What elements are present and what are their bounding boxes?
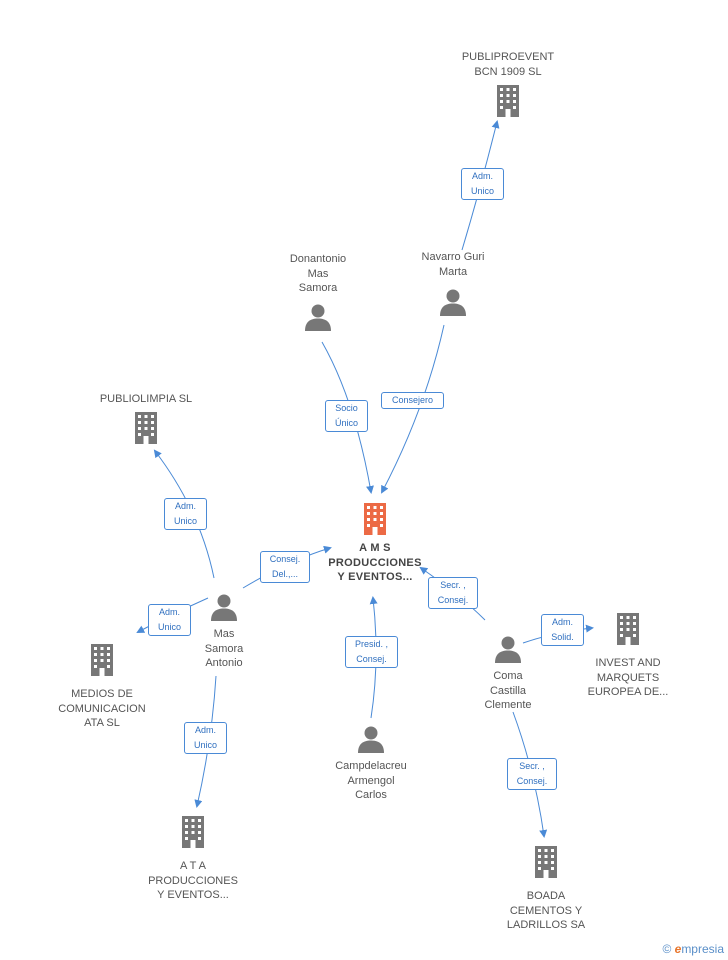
node-label: MEDIOS DE COMUNICACION ATA SL	[58, 688, 146, 729]
footer-brand: © empresia	[662, 942, 724, 956]
building-icon	[364, 503, 386, 535]
edge-label-coma-invest[interactable]: Adm. Solid.	[541, 614, 584, 646]
empresia-logo-letter: e	[674, 942, 682, 956]
edge-label-coma-ams[interactable]: Secr. , Consej.	[428, 577, 478, 609]
node-label: PUBLIPROEVENT BCN 1909 SL	[461, 51, 555, 78]
node-label: Coma Castilla Clemente	[484, 670, 532, 711]
node-boada[interactable]: BOADA CEMENTOS Y LADRILLOS SA	[486, 845, 606, 933]
node-label: A T A PRODUCCIONES Y EVENTOS...	[148, 860, 238, 901]
person-icon	[495, 636, 521, 663]
node-campdelacreu[interactable]: Campdelacreu Armengol Carlos	[311, 724, 431, 803]
edge-label-navarro-ams[interactable]: Consejero	[381, 392, 444, 409]
node-donantonio[interactable]: Donantonio Mas Samora	[268, 252, 368, 337]
node-invest[interactable]: INVEST AND MARQUETS EUROPEA DE...	[568, 612, 688, 700]
edge-label-campdelacreu-ams[interactable]: Presid. , Consej.	[345, 636, 398, 668]
person-icon	[440, 289, 466, 316]
building-icon	[617, 613, 639, 645]
person-icon	[358, 726, 384, 753]
person-icon	[305, 304, 331, 331]
node-label: PUBLIOLIMPIA SL	[99, 393, 193, 405]
node-ams[interactable]: A M S PRODUCCIONES Y EVENTOS...	[315, 502, 435, 585]
node-publiproevent[interactable]: PUBLIPROEVENT BCN 1909 SL	[448, 50, 568, 123]
edge-label-coma-boada[interactable]: Secr. , Consej.	[507, 758, 557, 790]
building-icon	[182, 816, 204, 848]
node-label: Donantonio Mas Samora	[289, 253, 347, 294]
building-icon	[535, 846, 557, 878]
node-publiolimpia[interactable]: PUBLIOLIMPIA SL	[86, 392, 206, 450]
node-label: BOADA CEMENTOS Y LADRILLOS SA	[506, 890, 586, 931]
empresia-logo-text: mpresia	[681, 942, 724, 956]
node-medios[interactable]: MEDIOS DE COMUNICACION ATA SL	[42, 643, 162, 731]
node-label: INVEST AND MARQUETS EUROPEA DE...	[587, 657, 669, 698]
node-ata[interactable]: A T A PRODUCCIONES Y EVENTOS...	[133, 815, 253, 903]
edge-label-mas-ata[interactable]: Adm. Unico	[184, 722, 227, 754]
node-label: A M S PRODUCCIONES Y EVENTOS...	[328, 542, 422, 583]
node-coma[interactable]: Coma Castilla Clemente	[466, 634, 550, 713]
edge-label-navarro-publiproevent[interactable]: Adm. Unico	[461, 168, 504, 200]
edge-label-mas-publiolimpia[interactable]: Adm. Unico	[164, 498, 207, 530]
person-icon	[211, 594, 237, 621]
edge-navarro-ams	[381, 324, 445, 494]
edge-label-mas-medios[interactable]: Adm. Unico	[148, 604, 191, 636]
edge-label-donantonio-ams[interactable]: Socio Único	[325, 400, 368, 432]
copyright-symbol: ©	[662, 942, 672, 956]
node-mas-samora[interactable]: Mas Samora Antonio	[184, 592, 264, 671]
node-label: Campdelacreu Armengol Carlos	[335, 760, 407, 801]
edge-label-mas-ams[interactable]: Consej. Del.,...	[260, 551, 310, 583]
building-icon	[91, 644, 113, 676]
node-label: Navarro Guri Marta	[421, 251, 485, 278]
building-icon	[135, 411, 157, 444]
node-label: Mas Samora Antonio	[204, 628, 244, 669]
node-navarro[interactable]: Navarro Guri Marta	[398, 250, 508, 322]
building-icon	[497, 85, 519, 117]
